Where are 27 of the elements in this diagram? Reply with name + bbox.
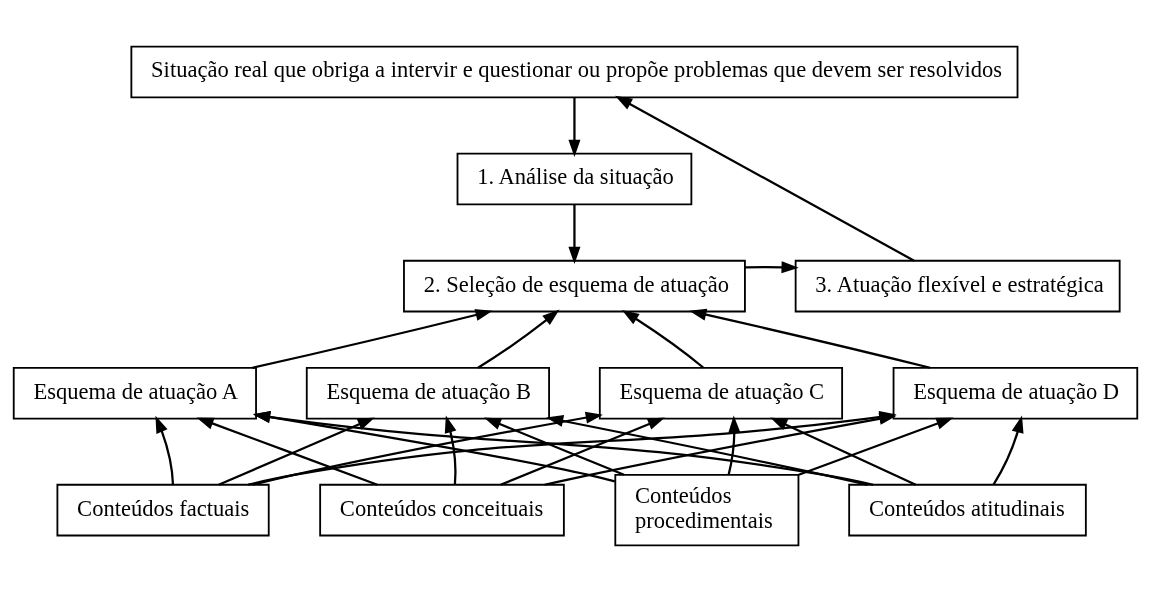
node-box: Esquema de atuação C xyxy=(598,366,844,419)
node-box: 3. Atuação flexível e estratégica xyxy=(794,259,1121,312)
node-box: 2. Seleção de esquema de atuação xyxy=(403,259,746,312)
arrow xyxy=(483,417,625,476)
arrow xyxy=(992,415,1024,485)
arrow xyxy=(444,415,457,485)
arrow xyxy=(621,309,705,369)
node-box: Conteúdos procedimentais xyxy=(614,473,800,546)
arrow xyxy=(568,97,581,157)
arrow xyxy=(477,309,560,369)
node-box: Situação real que obriga a intervir e questionar ou propõe problemas que devem ser resolvidos xyxy=(130,45,1019,98)
node-box: 1. Análise da situação xyxy=(456,152,693,205)
arrow xyxy=(798,417,954,476)
node-box: Esquema de atuação D xyxy=(892,366,1139,419)
node-box: Conteúdos factuais xyxy=(56,483,270,536)
node-box: Esquema de atuação A xyxy=(12,366,257,419)
arrow xyxy=(155,415,175,485)
node-box: Conteúdos conceituais xyxy=(319,483,565,536)
arrow xyxy=(568,204,581,264)
arrow xyxy=(615,95,915,262)
arrow xyxy=(727,414,741,475)
arrow xyxy=(745,260,799,273)
node-box: Esquema de atuação B xyxy=(305,366,550,419)
node-box: Conteúdos atitudinais xyxy=(848,483,1087,536)
arrow xyxy=(770,416,917,486)
arrow xyxy=(689,308,931,369)
arrow xyxy=(252,308,493,369)
